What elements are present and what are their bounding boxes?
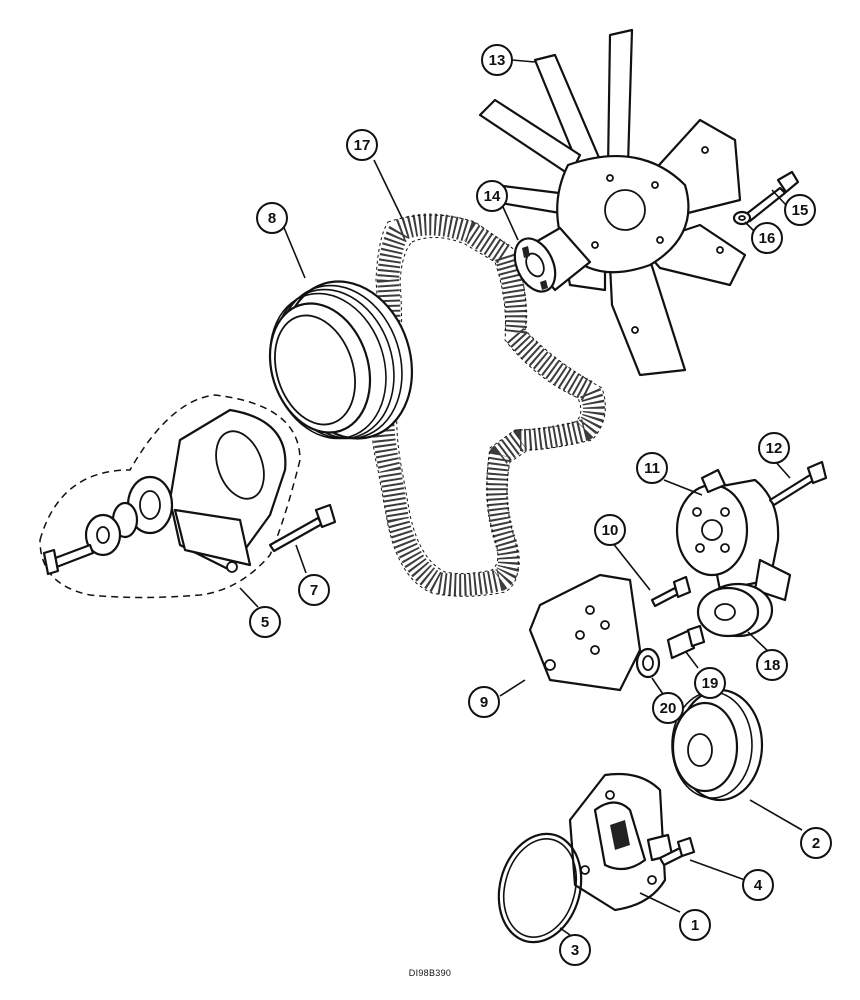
- crankshaft-pulley: [268, 280, 414, 440]
- callout-17: 17: [346, 129, 378, 161]
- drawing-code: DI98B390: [408, 968, 452, 978]
- callout-19: 19: [694, 667, 726, 699]
- fan-washer: [732, 210, 752, 226]
- bracket-bolt: [268, 503, 337, 553]
- callout-18: 18: [756, 649, 788, 681]
- water-pump: [568, 772, 674, 912]
- tensioner-bolt: [768, 460, 828, 507]
- o-ring: [497, 832, 583, 944]
- idler-pulley: [696, 582, 774, 638]
- svg-text:10: 10: [602, 522, 619, 539]
- callout-7: 7: [298, 574, 330, 606]
- svg-text:3: 3: [571, 942, 579, 959]
- svg-text:15: 15: [792, 202, 809, 219]
- svg-text:7: 7: [310, 582, 318, 599]
- spacer-washer: [635, 647, 661, 679]
- idler-bolt: [666, 624, 706, 660]
- fan-spacer: [513, 226, 592, 293]
- idler-bracket-group: [39, 394, 301, 599]
- fan-assembly: [478, 28, 747, 377]
- svg-text:9: 9: [480, 694, 488, 711]
- svg-text:1: 1: [691, 917, 699, 934]
- callout-5: 5: [249, 606, 281, 638]
- svg-text:18: 18: [764, 657, 781, 674]
- callout-9: 9: [468, 686, 500, 718]
- belt-tensioner: [675, 468, 792, 602]
- callout-20: 20: [652, 692, 684, 724]
- svg-text:4: 4: [754, 877, 763, 894]
- callout-10: 10: [594, 514, 626, 546]
- svg-text:2: 2: [812, 835, 820, 852]
- svg-text:12: 12: [766, 440, 783, 457]
- svg-text:5: 5: [261, 614, 269, 631]
- water-pump-pulley: [671, 688, 764, 802]
- svg-text:19: 19: [702, 675, 719, 692]
- callout-4: 4: [742, 869, 774, 901]
- svg-text:20: 20: [660, 700, 677, 717]
- callout-15: 15: [784, 194, 816, 226]
- callout-13: 13: [481, 44, 513, 76]
- callout-1: 1: [679, 909, 711, 941]
- svg-text:14: 14: [484, 188, 501, 205]
- svg-text:16: 16: [759, 230, 776, 247]
- callout-8: 8: [256, 202, 288, 234]
- callout-2: 2: [800, 827, 832, 859]
- pump-bolt: [658, 836, 696, 867]
- svg-text:8: 8: [268, 210, 276, 227]
- mounting-plate: [528, 573, 642, 692]
- callout-3: 3: [559, 934, 591, 966]
- callout-11: 11: [636, 452, 668, 484]
- callout-12: 12: [758, 432, 790, 464]
- callout-16: 16: [751, 222, 783, 254]
- svg-text:13: 13: [489, 52, 506, 69]
- callout-14: 14: [476, 180, 508, 212]
- plate-bolt: [650, 575, 692, 608]
- svg-text:17: 17: [354, 137, 371, 154]
- svg-text:11: 11: [644, 460, 660, 477]
